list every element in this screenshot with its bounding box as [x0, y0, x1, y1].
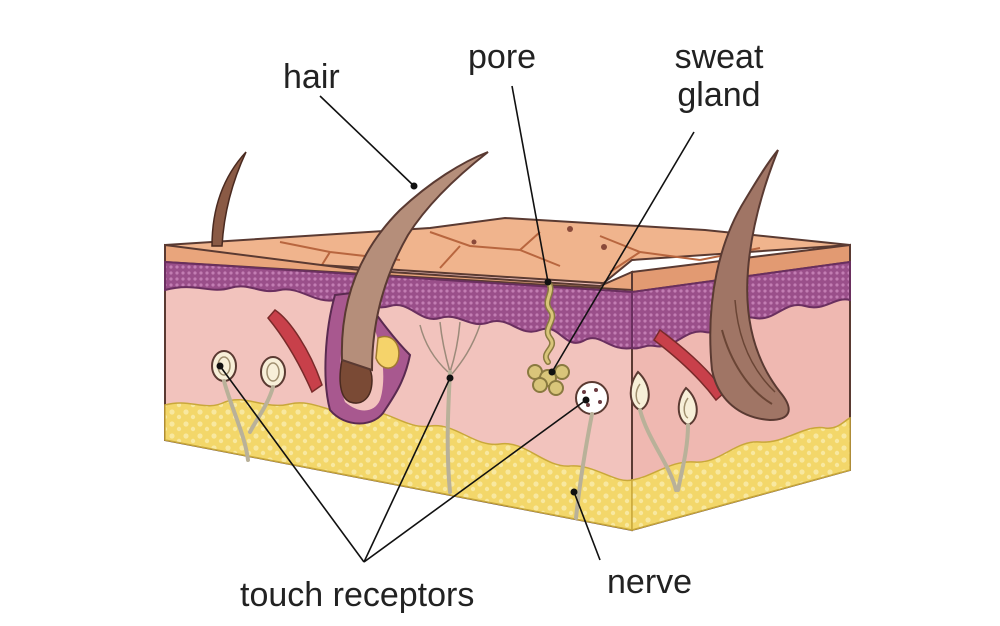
hair-shaft-left [211, 151, 247, 247]
touch-receptor-left-2 [260, 356, 286, 388]
label-sweat-gland: sweat gland [664, 38, 774, 114]
label-pore: pore [468, 38, 537, 76]
leader-lines [219, 85, 695, 563]
label-sweat-gland-line1: sweat [674, 38, 764, 76]
touch-receptor-left-1 [211, 350, 237, 382]
leader-dots [216, 182, 590, 496]
nerve-fibers [222, 370, 690, 520]
sweat-gland-coil [527, 364, 570, 396]
arrector-muscle-left [267, 309, 323, 394]
hair-shaft-center [340, 151, 489, 372]
free-nerve-endings [419, 321, 481, 375]
touch-receptor-disc [575, 381, 609, 415]
fat-layer-front [164, 398, 633, 531]
fat-layer-side [631, 416, 851, 531]
label-nerve: nerve [607, 563, 693, 601]
surface-pores [471, 226, 607, 250]
basal-layer-front [164, 260, 633, 350]
label-hair: hair [283, 58, 340, 96]
label-sweat-gland-line2: gland [677, 76, 761, 114]
label-touch-receptors: touch receptors [240, 576, 475, 614]
arrector-muscle-right [653, 328, 727, 402]
sebaceous-gland [375, 335, 400, 369]
